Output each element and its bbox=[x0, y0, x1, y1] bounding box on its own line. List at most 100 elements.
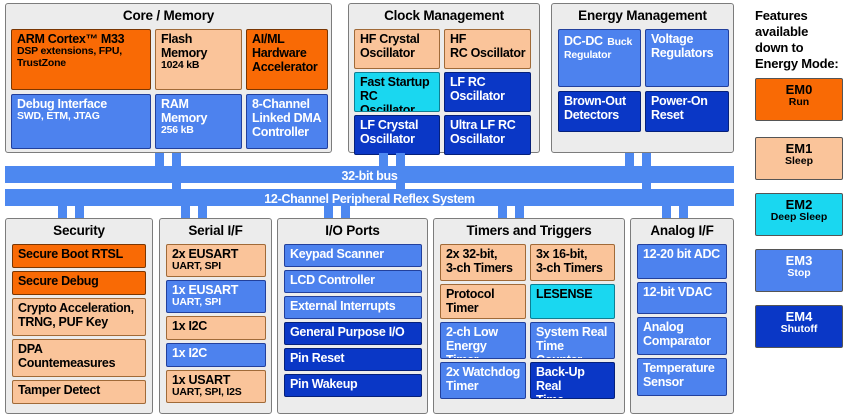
block-io-ports[interactable]: Keypad Scanner bbox=[284, 244, 422, 267]
block-io-ports[interactable]: Pin Wakeup bbox=[284, 374, 422, 397]
bus-stub bbox=[58, 206, 67, 220]
bus-stub bbox=[642, 153, 651, 167]
panel-title-clock-management: Clock Management bbox=[384, 8, 504, 23]
bus-stub bbox=[155, 153, 164, 167]
legend-mode-sub: Sleep bbox=[784, 155, 813, 168]
block-io-ports[interactable]: External Interrupts bbox=[284, 296, 422, 319]
panel-title-timers-triggers: Timers and Triggers bbox=[466, 223, 592, 238]
bus-stub bbox=[498, 206, 507, 220]
bus-32bit-label: 32-bit bus bbox=[341, 169, 398, 183]
bus-stub bbox=[679, 206, 688, 220]
panel-title-io-ports: I/O Ports bbox=[325, 223, 380, 238]
legend-title-line: Energy Mode: bbox=[755, 55, 839, 71]
block-analog-if[interactable]: 12-bit VDAC bbox=[637, 282, 727, 314]
bus-stub bbox=[324, 206, 333, 220]
block-serial-if[interactable]: 1x I2C bbox=[166, 316, 266, 340]
bus-prs: 12-Channel Peripheral Reflex System bbox=[5, 189, 734, 206]
legend-title-line: available bbox=[755, 23, 809, 39]
panel-title-analog-if: Analog I/F bbox=[650, 223, 714, 238]
legend-mode-name: EM4 bbox=[785, 309, 813, 324]
block-io-ports[interactable]: Pin Reset bbox=[284, 348, 422, 371]
panel-title-security: Security bbox=[53, 223, 105, 238]
block-security[interactable]: Secure Boot RTSL bbox=[12, 244, 146, 268]
legend-mode-sub: Run bbox=[788, 96, 810, 109]
block-timers-triggers[interactable]: 2x 32-bit,3-ch Timers bbox=[440, 244, 526, 281]
legend-mode-name: EM3 bbox=[785, 253, 813, 268]
bus-stub bbox=[75, 206, 84, 220]
block-security[interactable]: Tamper Detect bbox=[12, 380, 146, 404]
panel-timers-triggers: Timers and Triggers 2x 32-bit,3-ch Timer… bbox=[433, 218, 625, 414]
legend-mode-sub: Stop bbox=[787, 267, 811, 280]
bus-stub bbox=[662, 206, 671, 220]
block-io-ports[interactable]: General Purpose I/O bbox=[284, 322, 422, 345]
legend-mode-name: EM0 bbox=[785, 82, 813, 97]
bus-link bbox=[172, 183, 181, 190]
bus-stub bbox=[396, 153, 405, 167]
bus-prs-label: 12-Channel Peripheral Reflex System bbox=[264, 192, 475, 206]
bus-stub bbox=[181, 206, 190, 220]
panel-title-energy-management: Energy Management bbox=[578, 8, 707, 23]
block-timers-triggers[interactable]: 3x 16-bit,3-ch Timers bbox=[530, 244, 615, 281]
block-analog-if[interactable]: 12-20 bit ADC bbox=[637, 244, 727, 279]
block-serial-if[interactable]: 1x I2C bbox=[166, 343, 266, 367]
bus-link bbox=[642, 183, 651, 190]
panel-title-serial-if: Serial I/F bbox=[188, 223, 243, 238]
legend-title-line: down to bbox=[755, 39, 804, 55]
bus-link bbox=[396, 183, 405, 190]
bus-stub bbox=[379, 153, 388, 167]
block-timers-triggers[interactable]: LESENSE bbox=[530, 284, 615, 319]
panel-title-core-memory: Core / Memory bbox=[122, 8, 215, 23]
block-security[interactable]: Secure Debug bbox=[12, 271, 146, 295]
block-security[interactable]: Crypto Acceleration,TRNG, PUF Key bbox=[12, 298, 146, 336]
bus-stub bbox=[172, 153, 181, 167]
bus-stub bbox=[515, 206, 524, 220]
bus-stub bbox=[625, 153, 634, 167]
bus-32bit: 32-bit bus bbox=[5, 166, 734, 183]
legend-mode-name: EM1 bbox=[785, 141, 813, 156]
bus-stub bbox=[341, 206, 350, 220]
block-io-ports[interactable]: LCD Controller bbox=[284, 270, 422, 293]
legend-title-line: Features bbox=[755, 8, 808, 23]
legend-mode-sub: Deep Sleep bbox=[770, 211, 828, 224]
legend-mode-name: EM2 bbox=[785, 197, 813, 212]
